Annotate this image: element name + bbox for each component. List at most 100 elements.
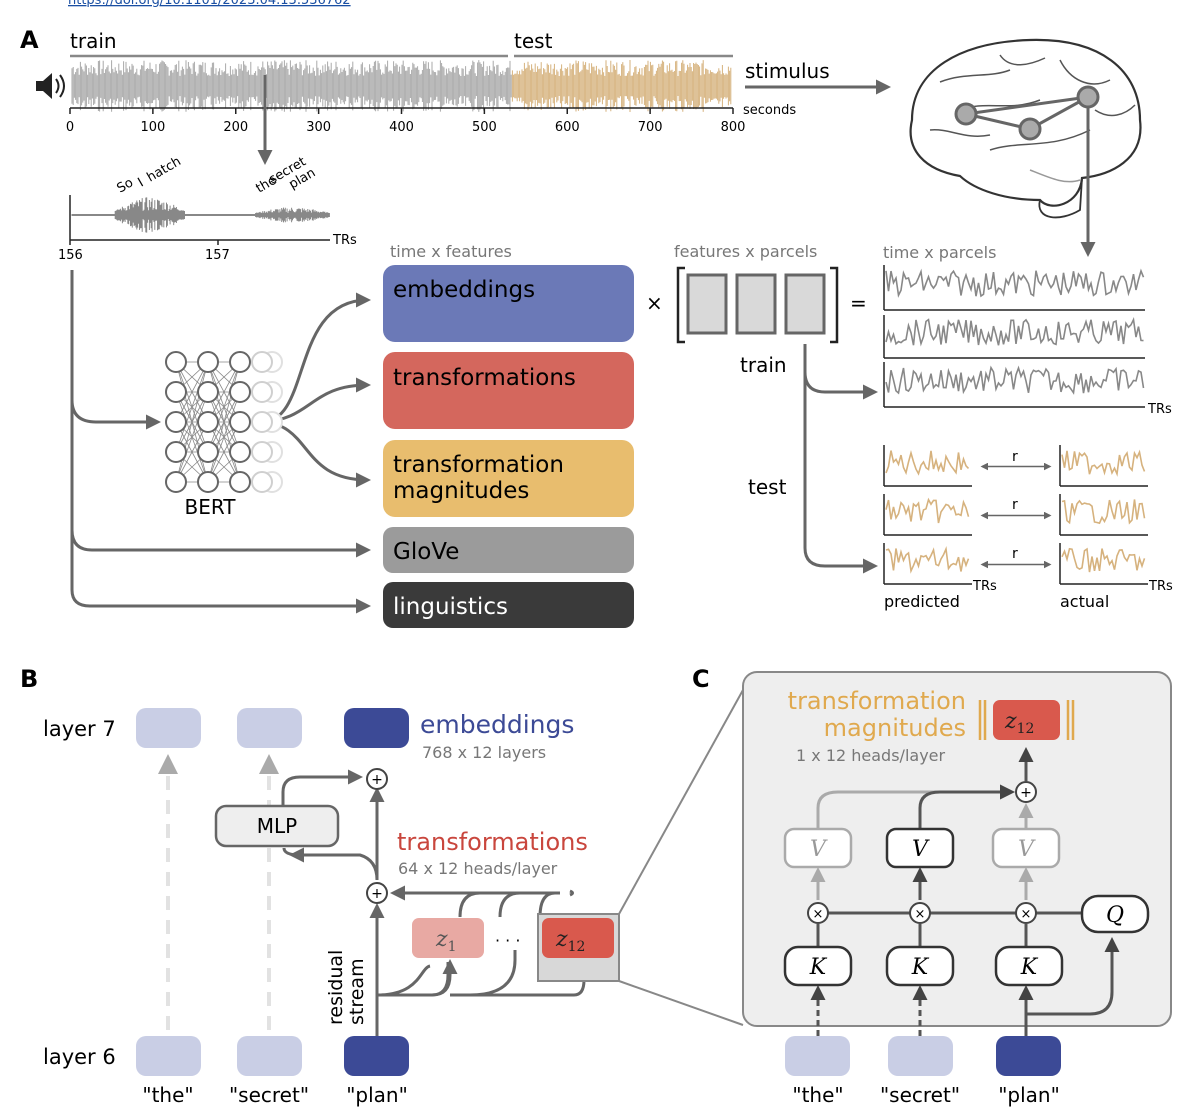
timeline-tick-label: 400 (389, 120, 414, 135)
linguistics-box-label: linguistics (393, 594, 508, 620)
c-z12-box (993, 700, 1060, 740)
c-token-box-the (785, 1036, 850, 1076)
timeline-tick-label: 300 (306, 120, 331, 135)
layer7-token-secret (237, 708, 302, 748)
b-plus-lower-label: + (371, 886, 383, 902)
layer7-label: layer 7 (43, 717, 116, 741)
waveform-train-path (71, 60, 512, 112)
magnitudes-box (383, 440, 634, 517)
q-box (1080, 894, 1150, 934)
panel-c-label: C (692, 665, 710, 693)
actual-trace (1061, 449, 1146, 477)
bert-node (197, 351, 219, 373)
z-dots: · · · (495, 931, 520, 950)
c-mag-sub: 1 x 12 heads/layer (796, 746, 946, 765)
v-box-secret (885, 827, 955, 869)
word-hatch: hatch (145, 154, 184, 185)
k-label-the: K (809, 955, 828, 980)
word-so: So (115, 175, 137, 196)
features-parcels-label: features x parcels (674, 242, 817, 261)
embeddings-box-label: embeddings (393, 277, 535, 303)
k-label-plan: K (1020, 955, 1039, 980)
train-label: train (70, 29, 117, 53)
bert-node (229, 471, 251, 493)
b-token-secret: "secret" (229, 1083, 309, 1107)
k-label-secret: K (911, 955, 930, 980)
top-link[interactable]: https://doi.org/10.1101/2023.04.13.53676… (68, 0, 351, 8)
parcel-trace (885, 365, 1145, 395)
test-branch-label: test (748, 475, 787, 499)
attention-arrows (810, 747, 1120, 1036)
v-label-plan: V (1018, 837, 1036, 862)
layer6-label: layer 6 (43, 1045, 116, 1069)
k-box-the (783, 945, 853, 987)
c-mag-line2: magnitudes (824, 714, 966, 742)
v-label-secret: V (912, 837, 930, 862)
bert-node (165, 381, 187, 403)
c-token-box-secret (888, 1036, 953, 1076)
z12-label: z12 (555, 927, 585, 955)
b-token-plan: "plan" (346, 1083, 408, 1107)
magnitudes-box-label-1: transformation (393, 452, 564, 478)
transformations-box-label: transformations (393, 365, 576, 391)
word-i: I (136, 176, 147, 191)
actual-trace (1061, 499, 1146, 525)
residual-stream-arrows (281, 769, 592, 1036)
panel-b-label: B (20, 665, 38, 693)
test-label: test (514, 29, 553, 53)
v-box-plan (991, 827, 1061, 869)
r-label-1: r (1012, 449, 1018, 465)
zoom-line-top (618, 689, 744, 915)
parcel-traces (883, 265, 1145, 408)
word-labels: So I hatch the secret plan (115, 154, 319, 196)
layer7-token-plan (344, 708, 409, 748)
weight-matrix (676, 266, 839, 344)
transformations-box (383, 352, 634, 429)
b-token-the: "the" (142, 1083, 193, 1107)
predicted-trace (885, 450, 970, 476)
c-token-box-plan (996, 1036, 1061, 1076)
actual-trace (1061, 547, 1146, 573)
timeline-tick-label: 800 (721, 120, 746, 135)
predicted-trace (885, 497, 970, 524)
mlp-box (214, 804, 340, 848)
bert-node (197, 381, 219, 403)
mlp-label: MLP (257, 814, 297, 838)
stimulus-label: stimulus (745, 59, 830, 83)
z1-box (412, 918, 484, 958)
time-features-label: time x features (390, 242, 512, 261)
k-box-plan (994, 945, 1064, 987)
attention-multiply-nodes (807, 902, 1037, 924)
bert-node (165, 441, 187, 463)
c-plus-label: + (1020, 785, 1032, 801)
waveform-test-path (511, 60, 732, 112)
parcel-trace (885, 268, 1145, 298)
zoom-tick-156: 156 (58, 248, 83, 263)
b-embeddings-sub: 768 x 12 layers (422, 743, 546, 762)
bert-node (165, 411, 187, 433)
equals-symbol: = (850, 291, 867, 315)
zoom-waveform-path (71, 197, 330, 233)
actual-trs-label: TRs (1148, 579, 1173, 594)
speaker-icon (36, 73, 65, 99)
layer6-token-the (136, 1036, 201, 1076)
waveform-test (511, 60, 732, 112)
timeline-tick-label: 700 (638, 120, 663, 135)
z1-label: z1 (435, 927, 457, 955)
brain-illustration (909, 38, 1142, 219)
bert-node (197, 441, 219, 463)
embeddings-box (383, 265, 634, 342)
b-transformations-sub: 64 x 12 heads/layer (398, 859, 558, 878)
r-label-3: r (1012, 546, 1018, 562)
timeline-tick-label: 100 (140, 120, 165, 135)
zoom-line-bottom (618, 980, 744, 1026)
waveform-train (71, 60, 512, 112)
bert-node (229, 411, 251, 433)
b-transformations-title: transformations (397, 828, 588, 856)
times-node-the: × (813, 907, 824, 922)
predicted-actual-traces (883, 445, 1148, 585)
bert-node (165, 351, 187, 373)
timeline-tick-label: 200 (223, 120, 248, 135)
panel-a-label: A (20, 26, 39, 54)
c-token-the: "the" (792, 1083, 843, 1107)
